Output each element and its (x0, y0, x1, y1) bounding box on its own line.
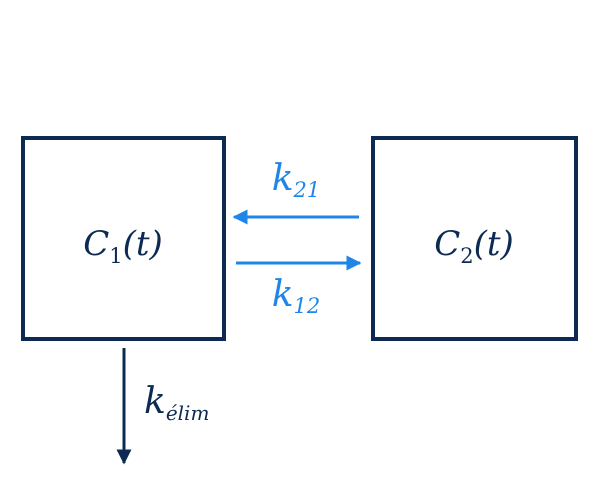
k21-symbol: k (272, 158, 294, 199)
kelim-symbol: k (144, 381, 166, 422)
kelim-subscript: élim (166, 401, 210, 425)
compartment-2-box (371, 136, 578, 341)
compartment-1-symbol: C (83, 224, 109, 264)
compartment-2-label: C2(t) (434, 224, 514, 268)
compartment-2-subscript: 2 (460, 244, 473, 268)
k12-symbol: k (272, 274, 294, 315)
k12-label: k12 (272, 274, 321, 318)
k21-subscript: 21 (293, 178, 321, 202)
compartment-1-subscript: 1 (109, 244, 122, 268)
compartment-2-symbol: C (434, 224, 460, 264)
k12-subscript: 12 (294, 294, 321, 318)
compartment-1-argument: (t) (123, 224, 163, 264)
compartment-1-label: C1(t) (83, 224, 163, 268)
k21-label: k21 (272, 158, 321, 202)
kelim-label: kélim (144, 381, 209, 425)
compartment-2-argument: (t) (474, 224, 514, 264)
compartment-1-box (21, 136, 226, 341)
